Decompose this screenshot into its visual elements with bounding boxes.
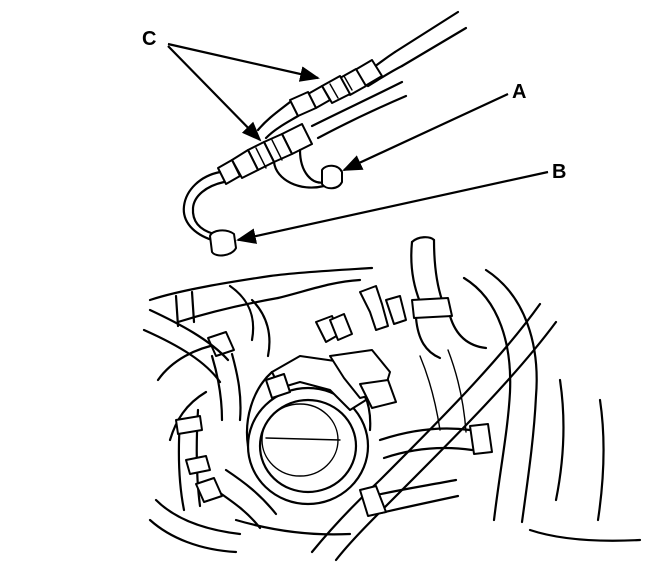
callout-b: B — [552, 161, 566, 183]
upper-adjuster-fitting — [289, 59, 383, 117]
cable-end-b — [209, 229, 237, 257]
callout-b-group: B — [236, 161, 566, 244]
lower-adjuster-fitting — [217, 123, 313, 185]
upper-hose — [410, 238, 444, 304]
callout-a: A — [512, 81, 526, 103]
lower-cable — [310, 80, 408, 140]
diagonal-pipe — [310, 302, 542, 554]
leader-a — [342, 93, 509, 171]
leader-c-lower — [167, 45, 262, 142]
leader-b — [236, 170, 549, 244]
callout-c-group: C — [142, 28, 320, 142]
callout-a-group: A — [342, 81, 526, 171]
upper-cable — [393, 10, 468, 68]
throttle-body — [245, 349, 397, 506]
engine-bay-components — [142, 236, 642, 562]
leader-c-upper — [167, 42, 320, 82]
inner-cable-b — [182, 170, 222, 242]
cable-end-a — [321, 164, 343, 190]
throttle-cable-assembly — [182, 10, 468, 257]
callout-c: C — [142, 28, 156, 50]
